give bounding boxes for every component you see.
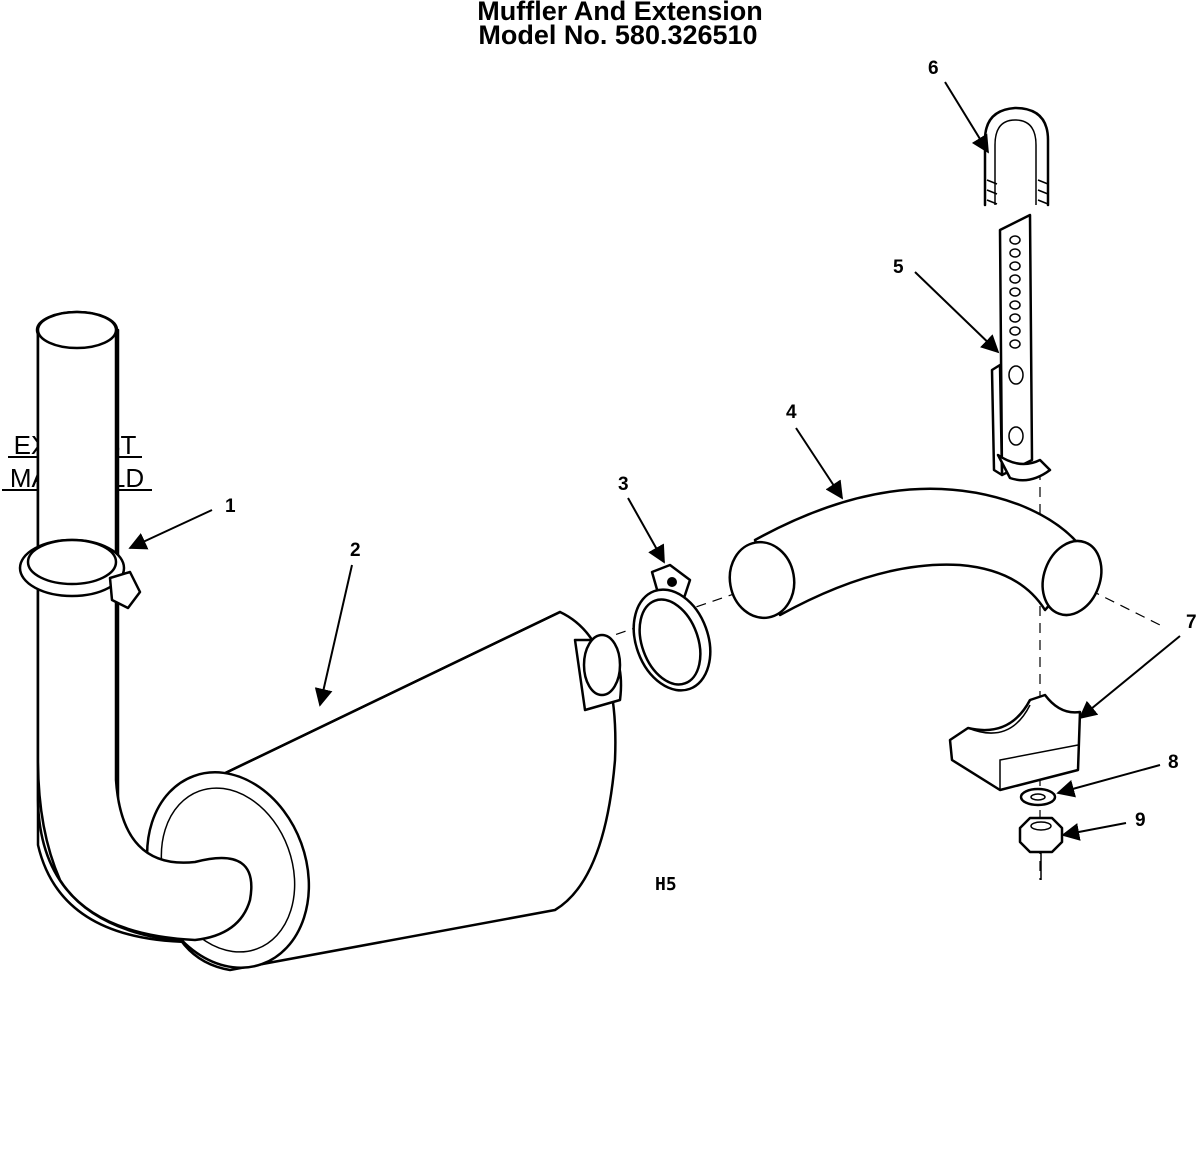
leader-2 <box>314 564 353 707</box>
extension-pipe-part-4 <box>728 487 1103 620</box>
leader-9 <box>1061 822 1127 841</box>
callout-labels: 1 2 3 4 5 6 7 8 9 <box>225 58 1197 831</box>
leader-6 <box>944 81 989 154</box>
figure-code: H5 <box>655 874 677 895</box>
callout-7: 7 <box>1186 612 1197 633</box>
hex-nut-part-9 <box>1018 816 1064 880</box>
clamp-part-3 <box>632 563 712 692</box>
callout-8: 8 <box>1168 752 1179 773</box>
diagram-title: Muffler And Extension <box>477 0 763 26</box>
callout-6: 6 <box>928 58 939 79</box>
callout-1: 1 <box>225 496 236 517</box>
leader-7 <box>1078 635 1181 720</box>
leader-4 <box>795 427 843 500</box>
leader-8 <box>1056 764 1161 798</box>
leader-3 <box>627 497 665 564</box>
leader-1 <box>128 509 213 550</box>
clamp-part-1 <box>18 538 142 610</box>
u-bolt-part-6 <box>983 106 1050 207</box>
callout-2: 2 <box>350 540 361 561</box>
model-number: Model No. 580.326510 <box>478 20 757 50</box>
hanger-strap-part-5 <box>990 213 1052 482</box>
callout-5: 5 <box>893 257 904 278</box>
callout-leaders <box>128 81 1181 841</box>
callout-4: 4 <box>786 402 797 423</box>
washer-part-8 <box>1019 787 1057 807</box>
muffler-part-2 <box>35 310 623 972</box>
callout-3: 3 <box>618 474 629 495</box>
callout-9: 9 <box>1135 810 1146 831</box>
leader-5 <box>914 271 1000 354</box>
saddle-bracket-part-7 <box>948 693 1082 792</box>
